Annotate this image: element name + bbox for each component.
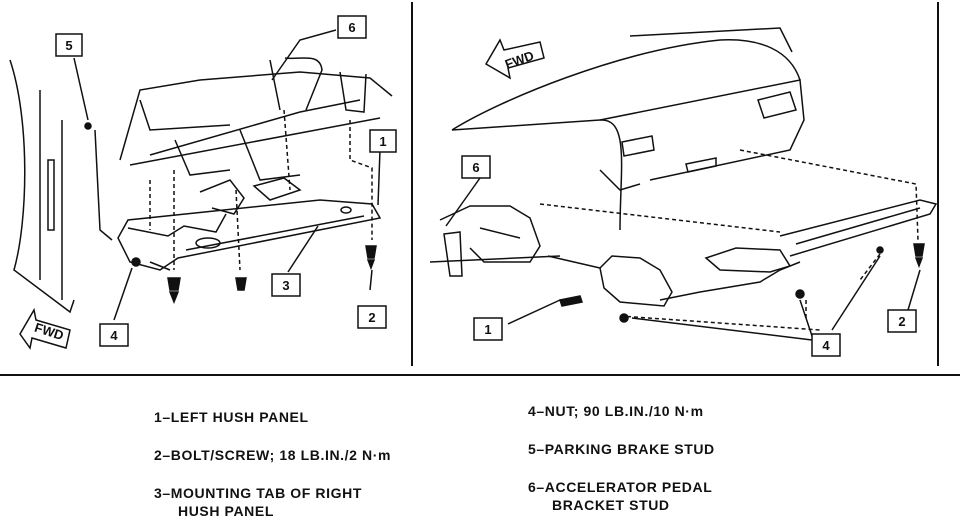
callout-3-label: 3: [282, 278, 289, 293]
legend-item-3-text: 3–MOUNTING TAB OF RIGHT: [154, 485, 362, 501]
left-view: [9, 29, 393, 321]
callout-2-right-label: 2: [898, 314, 905, 329]
legend-item-4-text: 4–NUT; 90 LB.IN./10 N·m: [528, 403, 704, 419]
callout-2-label: 2: [368, 310, 375, 325]
callout-6-label: 6: [348, 20, 355, 35]
right-view: [429, 27, 938, 341]
right-fasteners: [559, 243, 925, 323]
legend-item-3: 3–MOUNTING TAB OF RIGHT HUSH PANEL: [154, 484, 362, 520]
callout-1-left: 1: [369, 129, 397, 153]
left-callout-leaders: [73, 29, 381, 321]
legend-item-5: 5–PARKING BRAKE STUD: [528, 440, 715, 458]
legend-item-3-text-cont: HUSH PANEL: [178, 503, 274, 519]
callout-6-left: 6: [337, 15, 367, 39]
callout-6-right: 6: [461, 155, 491, 179]
callout-1-right-label: 1: [484, 322, 491, 337]
fwd-arrow-left: [19, 307, 71, 350]
fwd-arrow-right: [484, 38, 545, 80]
left-fasteners: [84, 122, 377, 305]
callout-3-left: 3: [271, 273, 301, 297]
callout-4-right-label: 4: [822, 338, 830, 353]
dash-underside: [119, 57, 393, 181]
right-callout-leaders: [445, 177, 921, 341]
legend-item-1: 1–LEFT HUSH PANEL: [154, 408, 309, 426]
callout-5-left: 5: [55, 33, 83, 57]
legend-item-5-text: 5–PARKING BRAKE STUD: [528, 441, 715, 457]
callout-5-label: 5: [65, 38, 72, 53]
right-hush-panel-part: [547, 199, 938, 307]
kick-panel: [9, 59, 113, 314]
right-leaders: [539, 149, 919, 331]
legend-item-6-text: 6–ACCELERATOR PEDAL: [528, 479, 713, 495]
callout-4-right: 4: [811, 333, 841, 357]
callout-4-label: 4: [110, 328, 118, 343]
callout-6-right-label: 6: [472, 160, 479, 175]
legend-item-2-text: 2–BOLT/SCREW; 18 LB.IN./2 N·m: [154, 447, 392, 463]
legend-item-6: 6–ACCELERATOR PEDAL BRACKET STUD: [528, 478, 712, 514]
instrument-panel: [429, 27, 805, 277]
callout-4-left: 4: [99, 323, 129, 347]
legend-item-2: 2–BOLT/SCREW; 18 LB.IN./2 N·m: [154, 446, 391, 464]
callout-2-right: 2: [887, 309, 917, 333]
left-hush-panel-part: [117, 177, 382, 271]
legend-item-4: 4–NUT; 90 LB.IN./10 N·m: [528, 402, 704, 420]
callout-1-label: 1: [379, 134, 386, 149]
diagram-frame: [0, 2, 960, 376]
callout-2-left: 2: [357, 305, 387, 329]
left-leaders: [149, 109, 373, 271]
callout-1-right: 1: [473, 317, 503, 341]
legend-item-1-text: 1–LEFT HUSH PANEL: [154, 409, 309, 425]
legend-item-6-text-cont: BRACKET STUD: [552, 497, 670, 513]
